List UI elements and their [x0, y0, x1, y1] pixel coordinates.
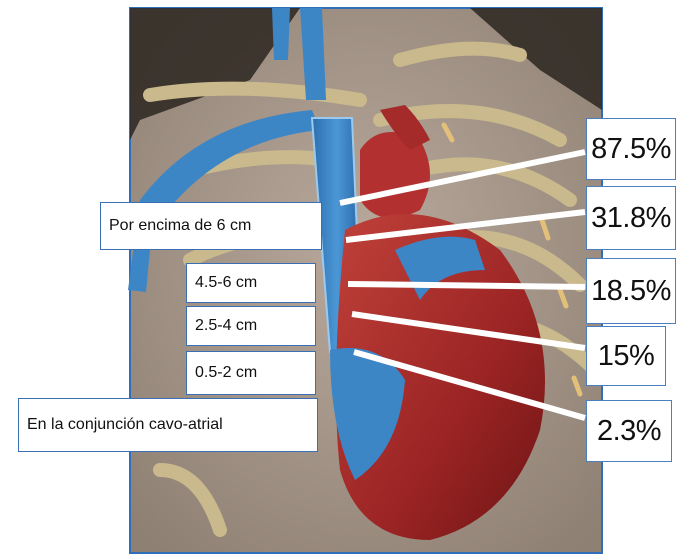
- label-above-6cm: Por encima de 6 cm: [100, 202, 322, 250]
- label-4-5-to-6cm: 4.5-6 cm: [186, 263, 316, 303]
- label-cavo-atrial-junction: En la conjunción cavo-atrial: [18, 398, 318, 452]
- percent-4-5-to-6cm: 31.8%: [586, 186, 676, 250]
- percent-0-5-to-2cm: 15%: [586, 326, 666, 386]
- label-2-5-to-4cm: 2.5-4 cm: [186, 306, 316, 346]
- percent-cavo-atrial-junction: 2.3%: [586, 400, 672, 462]
- label-0-5-to-2cm: 0.5-2 cm: [186, 351, 316, 395]
- percent-2-5-to-4cm: 18.5%: [586, 258, 676, 324]
- percent-above-6cm: 87.5%: [586, 118, 676, 180]
